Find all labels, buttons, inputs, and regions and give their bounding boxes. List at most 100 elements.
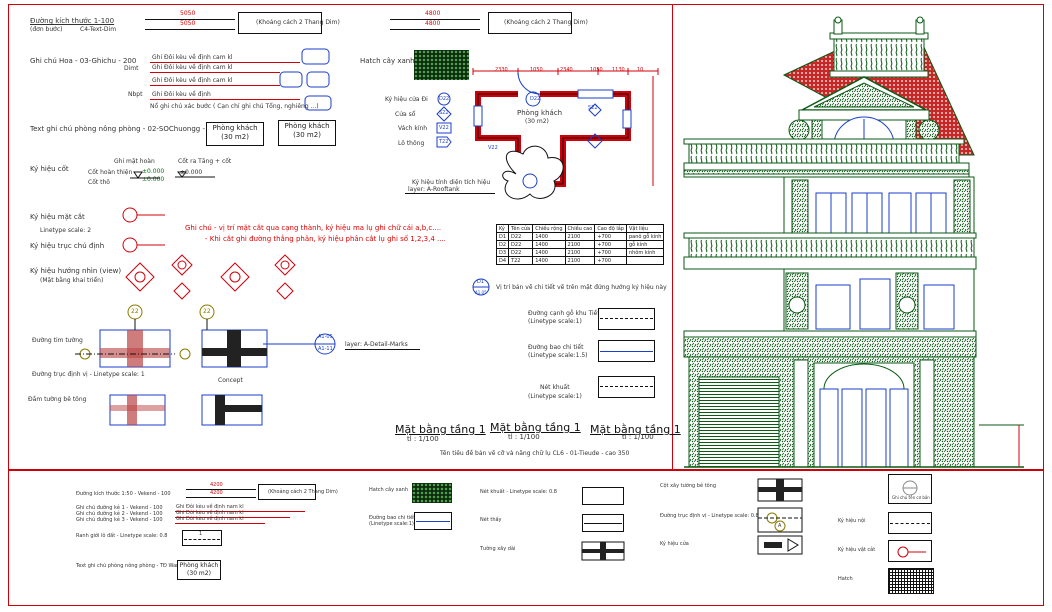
bottom-c1-label-6: Text ghi chú phòng nông phòng - TĐ Wandl… (76, 563, 202, 569)
plan-layer-note-1: Ký hiệu tính diện tích hiệu (412, 179, 491, 186)
bottom-c3-label-1: Nét khuất - Linetype scale: 0.8 (480, 489, 557, 495)
table-cell: 2100 (564, 240, 596, 249)
level-sub-1: Ghi mặt hoàn (114, 158, 155, 165)
table-cell: D22 (508, 240, 534, 249)
dim-bottom-value-2: 4800 (425, 20, 441, 27)
bottom-c5-label-3: Hatch (838, 576, 853, 582)
view-label: Ký hiệu hướng nhìn (view) (30, 267, 122, 275)
bottom-c5-note: Ghi chú tên cơ bản (892, 495, 930, 500)
bottom-c1-label-3: Ghi chú đường kẻ 2 - Vekend - 100 (76, 511, 163, 517)
wall-detail-drawings (75, 304, 268, 426)
detail-callout-tag: D1 (477, 279, 485, 285)
room-tag-1: Phòng khách (30 m2) (206, 122, 264, 146)
detail-tag-top: A1-05 (318, 334, 333, 340)
annot-line-4: Ghi Đôi kèu về định (152, 91, 211, 98)
room-tag-2: Phòng khách (30 m2) (278, 120, 336, 146)
bottom-c4-door-icon (757, 535, 803, 555)
annot-leader-2 (150, 72, 280, 73)
bottom-c5-label-2: Ký hiệu vật cắt (838, 547, 876, 553)
bottom-c2-label-1: Hatch cây xanh (369, 487, 409, 493)
plan-window-tag: S22 (588, 105, 598, 111)
annot-leader-1 (150, 62, 300, 63)
table-cell: +700 (594, 240, 627, 249)
bottom-c1-label-4: Ghi chú đường kẻ 3 - Vekend - 100 (76, 517, 163, 523)
bottom-c5-swatch-2-line (890, 523, 930, 524)
plan-dim-2: 1050 (530, 67, 543, 73)
plan-room-name: Phòng khách (517, 109, 563, 117)
dim-line-3 (390, 19, 480, 20)
bottom-c1-leader-1 (175, 511, 305, 512)
level-value-1: ±0.000 (142, 168, 165, 175)
table-cell: D2 (495, 240, 510, 249)
legend-right-1: Đường cạnh gỗ khu Tiết (528, 310, 600, 317)
annot-line-2: Ghi Đôi kèu về định cam kl (152, 64, 233, 71)
bottom-c3-swatch-1 (582, 487, 624, 505)
table-cell: +700 (594, 232, 627, 241)
red-note-1: Ghi chú - vị trí mặt cắt qua cạng thành,… (185, 224, 442, 232)
plan-dim-3: 2340 (560, 67, 573, 73)
dim-bottom-value: 5050 (180, 20, 196, 27)
drawing-scale-3: tl : 1/100 (622, 433, 654, 441)
dim-note-button-2[interactable] (488, 12, 572, 34)
annot-line-3: Ghi Đôi kèu về định cam kl (152, 77, 233, 84)
bottom-dim-note-button[interactable] (258, 484, 316, 500)
drawing-title-2: Mặt bằng tầng 1 (490, 421, 581, 434)
col-marker-2: 22 (203, 308, 211, 315)
dim-note-1: (Khoảng cách 2 Thang Dim) (256, 19, 340, 26)
bottom-c2-label-2: Đường bao chi tiết (369, 515, 416, 521)
table-header-cell: Ký (495, 224, 510, 233)
view-sub: (Mặt bằng khai triển) (40, 277, 104, 284)
bottom-c1-leader-3 (175, 523, 265, 524)
bottom-c3-swatch-2-line (584, 523, 622, 524)
bottom-c5-swatch-1 (888, 474, 932, 504)
plan-legend-tag-2: S22 (439, 110, 449, 116)
plan-legend-tag-3: V22 (439, 125, 449, 131)
table-cell: D22 (508, 232, 534, 241)
section-label: Ký hiệu mặt cắt (30, 213, 85, 221)
table-cell: D1 (495, 232, 510, 241)
detail-callout-note: Vị trí bản vẽ chi tiết vẽ trên mặt đứng … (496, 284, 667, 291)
floor-plan-drawing (472, 68, 659, 200)
bottom-c3-wall-icon (581, 541, 625, 561)
drawing-scale-2: tl : 1/100 (508, 433, 540, 441)
plan-vent-tag: V22 (488, 145, 498, 151)
plan-dim-5: 1130 (612, 67, 625, 73)
plan-dim-1: 2330 (495, 67, 508, 73)
room-tag-1-area: (30 m2) (221, 133, 249, 141)
bottom-c1-leader-2 (175, 517, 290, 518)
table-cell: +700 (594, 256, 627, 265)
level-label: Ký hiệu cốt (30, 165, 69, 173)
dim-line-2 (145, 29, 235, 30)
detail-label: Concept (218, 377, 243, 384)
room-tag-2-area: (30 m2) (293, 131, 321, 139)
bottom-c1-dim-2: 4200 (210, 490, 223, 496)
table-row: D1 D22 1400 2100 +700 panô gỗ kính (495, 232, 665, 241)
level-sub-4: Cốt ra Tăng + cốt (178, 158, 232, 165)
table-cell: +700 (594, 248, 627, 257)
sheet-frame-top-right (672, 4, 1044, 470)
bottom-c4-axis-icon (757, 507, 803, 533)
plan-legend-1: Ký hiệu cửa Đi (385, 96, 428, 103)
bottom-c1-note: (Khoảng cách 2 Thang Dim) (268, 489, 338, 495)
bottom-c2-label-3: (Linetype scale:1) (369, 521, 414, 527)
legend-right-3: Nét khuất (540, 384, 570, 391)
level-sub-3: Cốt thô (88, 179, 110, 186)
level-value-2: ±0.000 (142, 176, 165, 183)
table-cell: D4 (495, 256, 510, 265)
scale-label: Đường kích thước 1-100 (30, 17, 115, 25)
scale-label-sub: (đơn bước) (30, 26, 63, 33)
room-tag-2-name: Phòng khách (284, 122, 330, 130)
dim-note-2: (Khoảng cách 2 Thang Dim) (504, 19, 588, 26)
bottom-c3-label-3: Tường xây dài (480, 546, 516, 552)
bottom-c3-label-2: Nét thấy (480, 517, 502, 523)
dim-note-button-1[interactable] (238, 12, 322, 34)
dim-top-value: 5050 (180, 10, 196, 17)
legend-right-swatch-2-line (600, 351, 653, 352)
table-cell: 1400 (532, 248, 566, 257)
table-cell: 2100 (564, 232, 596, 241)
plan-dim-4: 1050 (590, 67, 603, 73)
bottom-c1-line-2: Ghi Đôi kèu về định nam kl (176, 510, 244, 516)
table-header-cell: Vật liệu (625, 224, 665, 233)
bottom-room-name: Phòng khách (179, 562, 219, 569)
table-row: D2 D22 1400 2100 +700 gỗ kính (495, 240, 665, 249)
